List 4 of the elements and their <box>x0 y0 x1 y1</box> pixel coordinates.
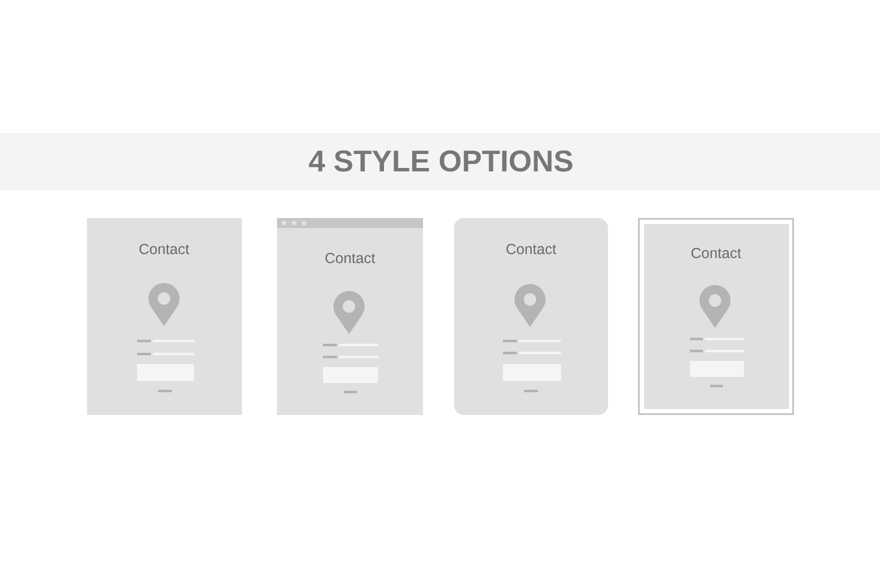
contact-card: Contact <box>454 218 608 415</box>
contact-card: Contact <box>638 218 794 415</box>
contact-card: Contact <box>87 218 242 415</box>
title-banner: 4 STYLE OPTIONS <box>0 133 880 190</box>
